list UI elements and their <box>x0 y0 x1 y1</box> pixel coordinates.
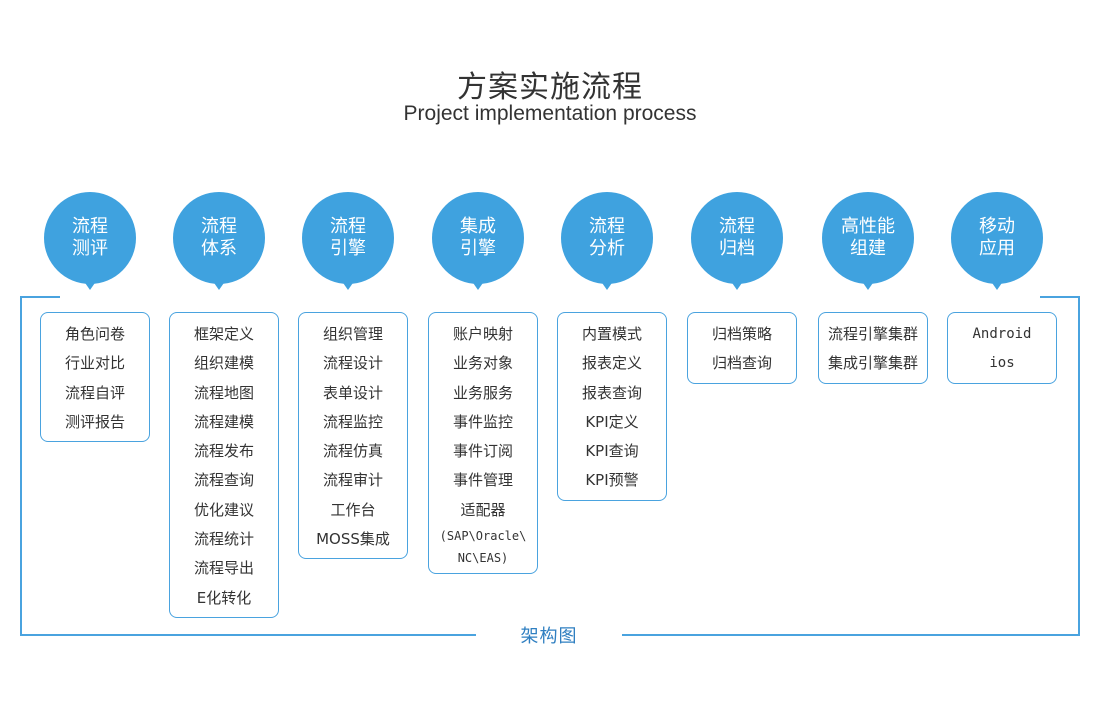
column-header-bubble: 移动 应用 <box>951 192 1043 284</box>
bubble-line-2: 分析 <box>589 238 625 259</box>
page-title: 方案实施流程 <box>457 70 643 105</box>
list-item: 流程监控 <box>322 412 383 431</box>
bubble-line-1: 流程 <box>72 216 108 237</box>
bubble-line-2: 引擎 <box>460 238 496 259</box>
list-item: 报表定义 <box>581 354 642 373</box>
item-box: 框架定义 组织建模 流程地图 流程建模 流程发布 流程查询 优化建议 流程统计 … <box>169 312 279 618</box>
list-item: 流程地图 <box>193 383 254 402</box>
item-box: Android ios <box>947 312 1057 384</box>
column-header-bubble: 流程 分析 <box>561 192 653 284</box>
bubble-pointer <box>341 280 355 290</box>
list-item-detail: (SAP\Oracle\ <box>439 529 527 544</box>
item-box: 归档策略 归档查询 <box>687 312 797 384</box>
list-item: 表单设计 <box>322 383 383 402</box>
bubble-line-1: 高性能 <box>841 216 895 237</box>
bubble-pointer <box>730 280 744 290</box>
column-header-bubble: 流程 体系 <box>173 192 265 284</box>
list-item: KPI查询 <box>585 442 639 461</box>
list-item: 流程设计 <box>322 354 383 373</box>
frame-line-right <box>1078 296 1080 636</box>
list-item: 集成引擎集群 <box>827 354 918 373</box>
list-item: E化转化 <box>196 588 252 607</box>
bubble-line-2: 组建 <box>850 238 886 259</box>
frame-line-bottom-right <box>622 634 1080 636</box>
list-item: 优化建议 <box>193 500 254 519</box>
list-item: 归档策略 <box>711 325 772 343</box>
item-box: 组织管理 流程设计 表单设计 流程监控 流程仿真 流程审计 工作台 MOSS集成 <box>298 312 408 560</box>
list-item: 测评报告 <box>64 412 125 431</box>
column-header-bubble: 流程 归档 <box>691 192 783 284</box>
frame-label: 架构图 <box>520 626 578 647</box>
list-item: 流程仿真 <box>322 442 383 461</box>
bubble-pointer <box>212 280 226 290</box>
bubble-line-1: 集成 <box>460 216 496 237</box>
list-item: 适配器 <box>460 500 506 519</box>
list-item: 事件监控 <box>452 412 513 431</box>
bubble-pointer <box>600 280 614 290</box>
list-item: 组织建模 <box>193 354 254 373</box>
list-item: 流程发布 <box>193 442 254 461</box>
list-item: 归档查询 <box>711 354 772 373</box>
list-item: ios <box>989 355 1015 372</box>
item-box: 账户映射 业务对象 业务服务 事件监控 事件订阅 事件管理 适配器 (SAP\O… <box>428 312 538 575</box>
bubble-line-1: 流程 <box>201 216 237 237</box>
list-item: Android <box>972 326 1032 342</box>
frame-line-left <box>20 296 22 636</box>
list-item: 框架定义 <box>193 325 254 343</box>
bubble-line-1: 移动 <box>979 216 1015 237</box>
list-item: 流程导出 <box>193 559 254 578</box>
list-item: 组织管理 <box>322 325 383 343</box>
frame-line-bottom-left <box>20 634 476 636</box>
list-item: 事件管理 <box>452 471 513 490</box>
bubble-pointer <box>83 280 97 290</box>
list-item: 角色问卷 <box>64 325 125 343</box>
list-item: 流程建模 <box>193 412 254 431</box>
list-item: 流程查询 <box>193 471 254 490</box>
bubble-line-2: 归档 <box>719 238 755 259</box>
list-item: 事件订阅 <box>452 442 513 461</box>
list-item-detail: NC\EAS) <box>457 551 509 566</box>
item-box: 流程引擎集群 集成引擎集群 <box>818 312 928 384</box>
bubble-pointer <box>471 280 485 290</box>
list-item: 业务服务 <box>452 383 513 402</box>
column-header-bubble: 高性能 组建 <box>822 192 914 284</box>
bubble-line-2: 应用 <box>979 238 1015 259</box>
bubble-line-2: 测评 <box>72 238 108 259</box>
bubble-line-2: 引擎 <box>330 238 366 259</box>
list-item: KPI预警 <box>585 471 639 490</box>
list-item: MOSS集成 <box>316 530 390 549</box>
column-header-bubble: 流程 测评 <box>44 192 136 284</box>
frame-line-top-right <box>1040 296 1080 298</box>
list-item: 报表查询 <box>581 383 642 402</box>
bubble-pointer <box>990 280 1004 290</box>
bubble-pointer <box>861 280 875 290</box>
page-subtitle: Project implementation process <box>403 102 697 125</box>
column-header-bubble: 集成 引擎 <box>432 192 524 284</box>
column-header-bubble: 流程 引擎 <box>302 192 394 284</box>
item-box: 角色问卷 行业对比 流程自评 测评报告 <box>40 312 150 443</box>
list-item: 行业对比 <box>64 354 125 373</box>
list-item: 业务对象 <box>452 354 513 373</box>
bubble-line-1: 流程 <box>589 216 625 237</box>
bubble-line-2: 体系 <box>201 238 237 259</box>
list-item: 内置模式 <box>581 325 642 343</box>
bubble-line-1: 流程 <box>330 216 366 237</box>
list-item: KPI定义 <box>585 412 639 431</box>
frame-line-top-left <box>20 296 60 298</box>
list-item: 流程引擎集群 <box>827 325 918 343</box>
list-item: 账户映射 <box>452 325 513 343</box>
list-item: 流程审计 <box>322 471 383 490</box>
list-item: 工作台 <box>330 500 376 519</box>
list-item: 流程统计 <box>193 530 254 549</box>
item-box: 内置模式 报表定义 报表查询 KPI定义 KPI查询 KPI预警 <box>557 312 667 501</box>
bubble-line-1: 流程 <box>719 216 755 237</box>
list-item: 流程自评 <box>64 383 125 402</box>
